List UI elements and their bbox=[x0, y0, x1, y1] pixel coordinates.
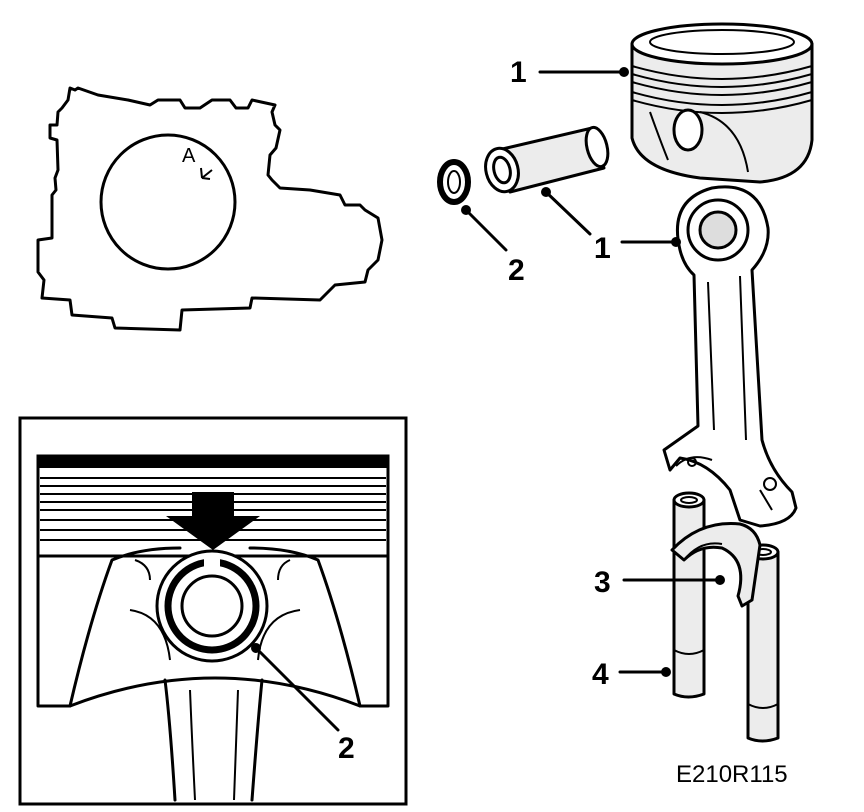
figure-code: E210R115 bbox=[676, 761, 788, 788]
leader-piston-pin bbox=[544, 190, 592, 236]
connecting-rod: 1 bbox=[594, 185, 798, 528]
piston-detail-inset: 2 bbox=[18, 416, 408, 806]
piston-pin: 1 bbox=[484, 125, 611, 265]
bearing-shell: 3 bbox=[594, 522, 762, 608]
callout-bearing-shell: 3 bbox=[594, 566, 611, 599]
view-arrow-icon bbox=[200, 167, 213, 180]
view-letter: A bbox=[182, 145, 196, 167]
engine-block-overview: A bbox=[36, 86, 384, 332]
callout-piston-pin: 1 bbox=[594, 232, 611, 265]
circlip: 2 bbox=[437, 159, 525, 287]
callout-circlip: 2 bbox=[508, 254, 525, 287]
piston: 1 bbox=[510, 22, 814, 184]
leader-circlip bbox=[464, 208, 508, 252]
callout-guide-sleeve: 4 bbox=[592, 658, 609, 691]
callout-circlip-detail: 2 bbox=[338, 732, 355, 765]
circlip-gap-arrow-icon bbox=[166, 492, 260, 550]
leader-circlip-detail bbox=[254, 646, 340, 732]
cylinder-bore-circle bbox=[99, 133, 237, 271]
callout-connecting-rod: 1 bbox=[594, 232, 611, 265]
guide-sleeves: 4 bbox=[592, 491, 780, 743]
callout-piston: 1 bbox=[510, 56, 527, 89]
